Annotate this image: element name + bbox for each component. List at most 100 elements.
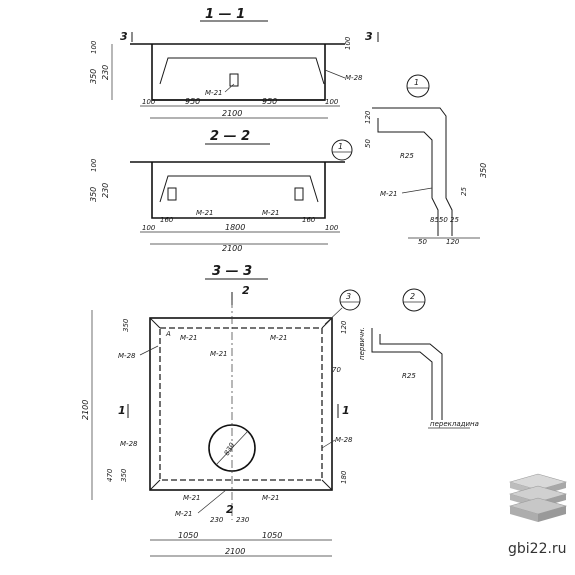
section-2-2: 2 — 2 100 350 230 М-21 М-21 160 160 100 … [89, 129, 353, 253]
cut-mark-3-right: 3 [365, 30, 373, 43]
label-m21-mid: М-21 [210, 350, 227, 358]
dim-2100-bottom: 2100 [225, 547, 245, 556]
embed-part-right [294, 187, 304, 201]
note-rebar2: перекладина [430, 420, 479, 428]
detail-2-label: 2 [410, 292, 415, 301]
dim-350: 350 [479, 163, 488, 178]
corner [321, 479, 333, 491]
label-m21-top-l: М-21 [180, 334, 197, 342]
label-m21-top-r: М-21 [270, 334, 287, 342]
leader [324, 69, 346, 79]
slab-outline [151, 44, 326, 101]
cut-mark-2-top: 2 [242, 284, 250, 297]
dim-830: 830 [223, 441, 237, 457]
dim-230: 230 [101, 65, 110, 80]
dim-160-r: 160 [302, 216, 316, 224]
dim-70: 70 [332, 366, 341, 374]
rebar-shape-1-outer [372, 107, 453, 236]
dim-230: 230 [101, 183, 110, 198]
dim-100-r: 100 [325, 224, 339, 232]
inner-recess [159, 175, 319, 203]
dim-160-l: 160 [160, 216, 174, 224]
detail-2-circle [402, 288, 426, 312]
leader [324, 307, 343, 325]
section-1-1: 1 — 1 3 3 100 350 230 100 М-21 М-28 100 … [89, 7, 379, 119]
dim-230-a: 230 [210, 516, 224, 524]
rebar-shape-2-inner [379, 334, 443, 420]
dim-350: 350 [89, 187, 98, 202]
dim-120-b: 120 [446, 238, 460, 246]
dim-25-b: 25 [450, 216, 459, 224]
dim-2100: 2100 [222, 244, 242, 253]
detail-1: 1 120 50 R25 350 25 М-21 8550 25 50 120 [364, 74, 488, 246]
brand-logo-icon [508, 473, 568, 522]
dim-180: 180 [340, 470, 348, 484]
label-m28: М-28 [345, 74, 363, 82]
label-m21-left: М-21 [196, 209, 213, 217]
corner [149, 479, 161, 491]
dim-25: 25 [460, 187, 468, 196]
dim-100: 100 [90, 40, 98, 54]
callout-1: 1 [338, 142, 343, 151]
callout-1-circle [331, 139, 353, 161]
label-r25: R25 [400, 152, 414, 160]
label-m21-bot: М-21 [175, 510, 192, 518]
callout-3: 3 [346, 292, 351, 301]
section-3-3: 3 — 3 2 830 А М-21 М-21 М-21 М-28 М-28 М… [81, 264, 361, 557]
watermark: gbi22.ru [508, 541, 567, 557]
embed-part [229, 73, 239, 87]
dim-950-a: 950 [185, 97, 200, 106]
rebar-dashed-outline [159, 327, 323, 481]
cut-mark-2-bot: 2 [226, 503, 234, 516]
label-r25-2: R25 [402, 372, 416, 380]
rebar-shape-2 [371, 328, 433, 420]
dim-50-b: 50 [418, 238, 427, 246]
slab-plan-outline [149, 317, 333, 491]
label-m28-left-b: М-28 [120, 440, 138, 448]
leader [139, 345, 159, 356]
dim-950-b: 950 [262, 97, 277, 106]
dim-2100: 2100 [81, 400, 90, 420]
leader [224, 83, 235, 93]
dim-100: 100 [90, 158, 98, 172]
dim-100-b2: 100 [325, 98, 339, 106]
dim-50: 50 [364, 139, 372, 148]
detail-2: 2 первичн. R25 перекладина [358, 288, 479, 429]
label-m28-right: М-28 [335, 436, 353, 444]
corner [321, 317, 333, 329]
section-2-2-title: 2 — 2 [210, 129, 250, 144]
dim-350-top: 350 [122, 318, 130, 332]
dim-350: 350 [89, 69, 98, 84]
label-m21: М-21 [205, 89, 222, 97]
cut-mark-1-right: 1 [342, 404, 350, 417]
dim-8550: 8550 [430, 216, 448, 224]
embed-part-left [167, 187, 177, 201]
note-rebar1: первичн. [358, 327, 366, 360]
leader [321, 439, 336, 449]
detail-1-label: 1 [414, 78, 419, 87]
dim-120: 120 [364, 110, 372, 124]
label-a: А [165, 330, 171, 338]
dim-2100: 2100 [222, 109, 242, 118]
label-m21: М-21 [380, 190, 397, 198]
dim-120-r: 120 [340, 320, 348, 334]
dim-350-bot: 350 [120, 468, 128, 482]
rebar-shape-1 [377, 118, 439, 236]
dim-230-b: 230 [236, 516, 250, 524]
dim-1050-a: 1050 [178, 531, 198, 540]
dim-1800: 1800 [225, 223, 245, 232]
dim-100-b1: 100 [142, 98, 156, 106]
label-m21-bot-r: М-21 [262, 494, 279, 502]
detail-1-circle [406, 74, 430, 98]
slab-outline [151, 162, 326, 219]
callout-3-circle [339, 289, 361, 311]
inner-recess [159, 57, 325, 85]
section-3-3-title: 3 — 3 [212, 264, 252, 279]
dim-1050-b: 1050 [262, 531, 282, 540]
leader [197, 489, 227, 514]
leader [401, 187, 433, 194]
section-1-1-title: 1 — 1 [205, 7, 245, 22]
cut-mark-1-left: 1 [118, 404, 126, 417]
